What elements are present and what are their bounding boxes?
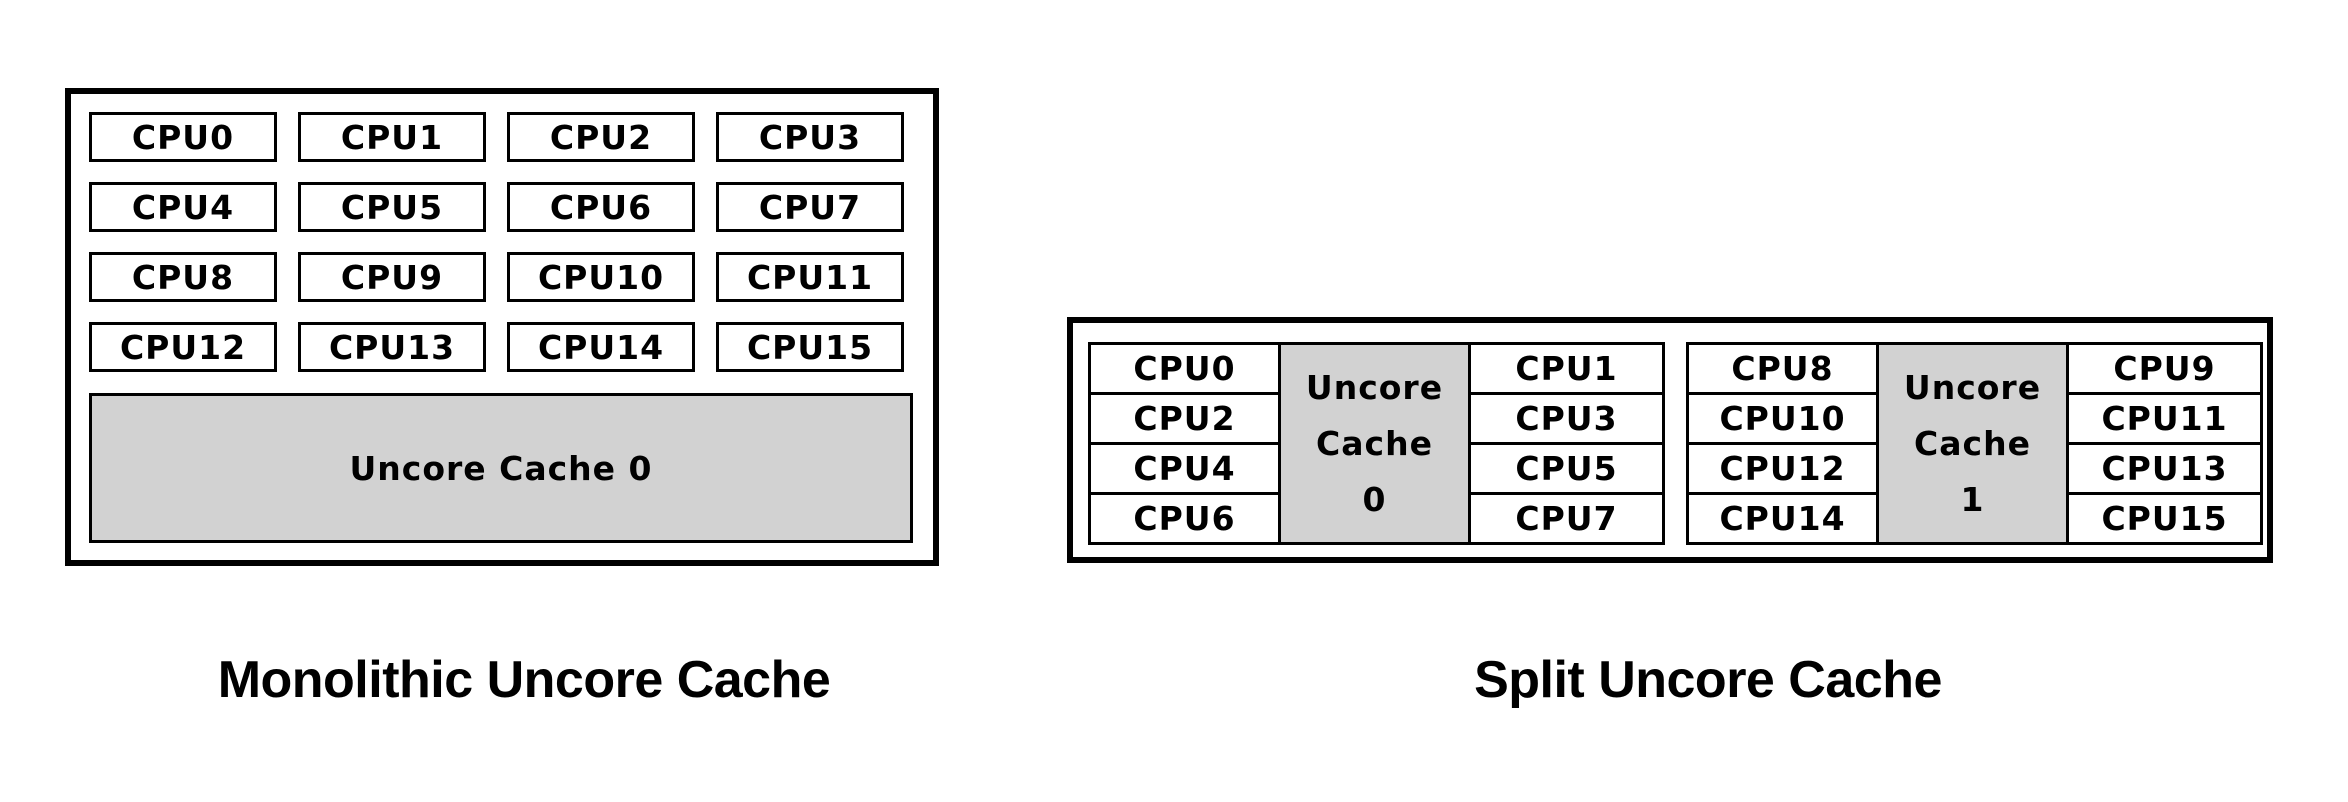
uncore-cache-1-split-block: Uncore Cache 1	[1876, 342, 2069, 545]
split-caption: Split Uncore Cache	[1474, 651, 1942, 709]
cpu-box-cpu6: CPU6	[507, 182, 695, 232]
split-uncore-cache-diagram: CPU0 Uncore Cache 0 CPU1 CPU2 CPU3 CPU4 …	[1067, 317, 2273, 563]
cpu-box-cpu5: CPU5	[298, 182, 486, 232]
cpu-cell-cpu14: CPU14	[1686, 492, 1879, 545]
cpu-cell-cpu5: CPU5	[1468, 442, 1665, 495]
monolithic-caption: Monolithic Uncore Cache	[217, 651, 831, 709]
monolithic-uncore-cache-diagram: CPU0 CPU1 CPU2 CPU3 CPU4 CPU5 CPU6 CPU7 …	[65, 88, 939, 566]
split-group-0-row-2: CPU4 CPU5	[1088, 442, 1665, 495]
cpu-box-cpu15: CPU15	[716, 322, 904, 372]
cpu-cell-cpu15: CPU15	[2066, 492, 2263, 545]
split-group-0-row-3: CPU6 CPU7	[1088, 492, 1665, 545]
cpu-cell-cpu11: CPU11	[2066, 392, 2263, 445]
cpu-box-cpu9: CPU9	[298, 252, 486, 302]
cpu-grid: CPU0 CPU1 CPU2 CPU3 CPU4 CPU5 CPU6 CPU7 …	[89, 112, 933, 372]
cpu-cell-cpu3: CPU3	[1468, 392, 1665, 445]
cache-label-line: 0	[1362, 479, 1387, 519]
cpu-cell-cpu8: CPU8	[1686, 342, 1879, 395]
cpu-box-cpu2: CPU2	[507, 112, 695, 162]
split-group-0-row-1: CPU2 CPU3	[1088, 392, 1665, 445]
cpu-cell-cpu0: CPU0	[1088, 342, 1281, 395]
cpu-box-cpu10: CPU10	[507, 252, 695, 302]
cpu-cell-cpu7: CPU7	[1468, 492, 1665, 545]
cache-label-line: Uncore	[1305, 367, 1444, 407]
cache-label-line: Cache	[1316, 423, 1433, 463]
cache-label-line: Cache	[1914, 423, 2031, 463]
cpu-cell-cpu12: CPU12	[1686, 442, 1879, 495]
cpu-cell-cpu1: CPU1	[1468, 342, 1665, 395]
split-group-1: CPU8 Uncore Cache 1 CPU9 CPU10 CPU11 CPU…	[1686, 342, 2263, 545]
cpu-box-cpu8: CPU8	[89, 252, 277, 302]
cpu-box-cpu12: CPU12	[89, 322, 277, 372]
cpu-box-cpu14: CPU14	[507, 322, 695, 372]
uncore-cache-0-block: Uncore Cache 0	[89, 393, 913, 543]
cache-label-line: 1	[1960, 479, 1985, 519]
cpu-box-cpu4: CPU4	[89, 182, 277, 232]
cpu-box-cpu1: CPU1	[298, 112, 486, 162]
split-group-0-row-0: CPU0 Uncore Cache 0 CPU1	[1088, 342, 1665, 545]
cpu-box-cpu0: CPU0	[89, 112, 277, 162]
split-group-1-row-1: CPU10 CPU11	[1686, 392, 2263, 445]
split-group-0: CPU0 Uncore Cache 0 CPU1 CPU2 CPU3 CPU4 …	[1088, 342, 1665, 545]
cpu-box-cpu13: CPU13	[298, 322, 486, 372]
uncore-cache-0-split-block: Uncore Cache 0	[1278, 342, 1471, 545]
cpu-cell-cpu13: CPU13	[2066, 442, 2263, 495]
cpu-cell-cpu9: CPU9	[2066, 342, 2263, 395]
cpu-cell-cpu6: CPU6	[1088, 492, 1281, 545]
cpu-box-cpu3: CPU3	[716, 112, 904, 162]
cpu-cell-cpu10: CPU10	[1686, 392, 1879, 445]
cpu-box-cpu7: CPU7	[716, 182, 904, 232]
split-group-1-row-3: CPU14 CPU15	[1686, 492, 2263, 545]
cpu-box-cpu11: CPU11	[716, 252, 904, 302]
split-group-1-row-2: CPU12 CPU13	[1686, 442, 2263, 495]
cache-label-line: Uncore	[1903, 367, 2042, 407]
cpu-cell-cpu2: CPU2	[1088, 392, 1281, 445]
cpu-cell-cpu4: CPU4	[1088, 442, 1281, 495]
split-group-1-row-0: CPU8 Uncore Cache 1 CPU9	[1686, 342, 2263, 545]
